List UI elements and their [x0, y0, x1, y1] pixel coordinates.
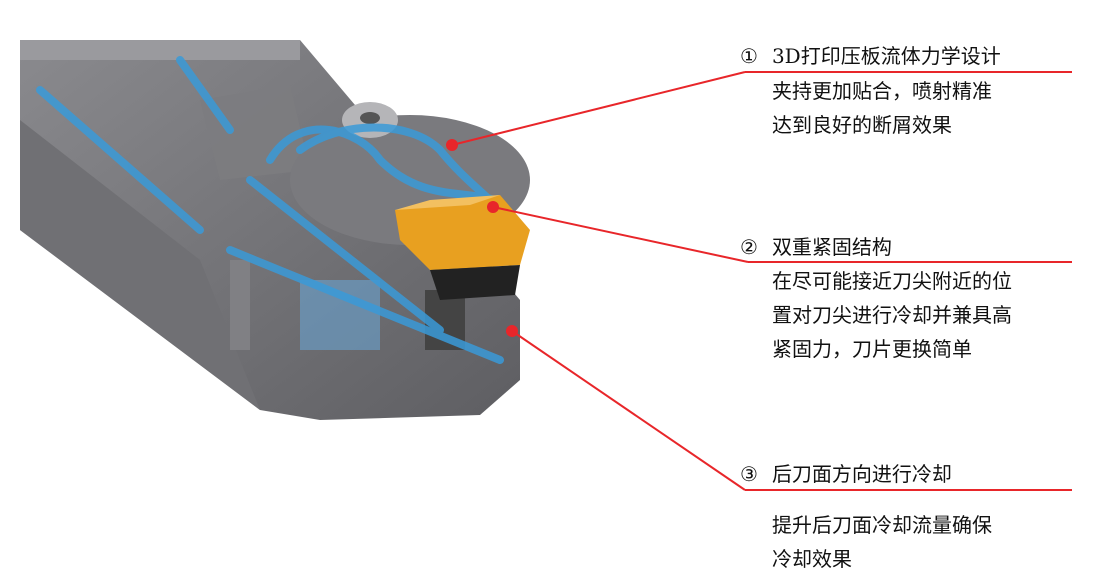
callout-line: 在尽可能接近刀尖附近的位 — [772, 269, 1012, 293]
callout-line: 夹持更加贴合，喷射精准 — [772, 79, 992, 103]
callout-1-title: ① 3D打印压板流体力学设计 — [740, 40, 1001, 69]
callout-3-body: 提升后刀面冷却流量确保 冷却效果 — [772, 508, 992, 576]
callout-number: ③ — [740, 462, 758, 486]
callout-line: 紧固力，刀片更换简单 — [772, 337, 972, 361]
callout-line: 达到良好的断屑效果 — [772, 113, 952, 137]
callout-1-body: 夹持更加贴合，喷射精准 达到良好的断屑效果 — [772, 74, 992, 142]
coolant-channels — [36, 56, 504, 364]
leader-lines — [446, 71, 1072, 491]
callout-2-body: 在尽可能接近刀尖附近的位 置对刀尖进行冷却并兼具高 紧固力，刀片更换简单 — [772, 264, 1012, 366]
callout-3-title: ③ 后刀面方向进行冷却 — [740, 458, 952, 487]
callout-2-title: ② 双重紧固结构 — [740, 231, 892, 260]
callout-title-text: 3D打印压板流体力学设计 — [771, 44, 1001, 68]
callout-title-text: 后刀面方向进行冷却 — [771, 462, 952, 486]
callout-line: 置对刀尖进行冷却并兼具高 — [772, 303, 1012, 327]
callout-number: ② — [740, 235, 758, 259]
callout-number: ① — [740, 44, 758, 68]
callout-line: 冷却效果 — [772, 547, 852, 571]
callout-title-text: 双重紧固结构 — [771, 235, 892, 259]
insert — [395, 195, 530, 300]
callout-line: 提升后刀面冷却流量确保 — [772, 513, 992, 537]
